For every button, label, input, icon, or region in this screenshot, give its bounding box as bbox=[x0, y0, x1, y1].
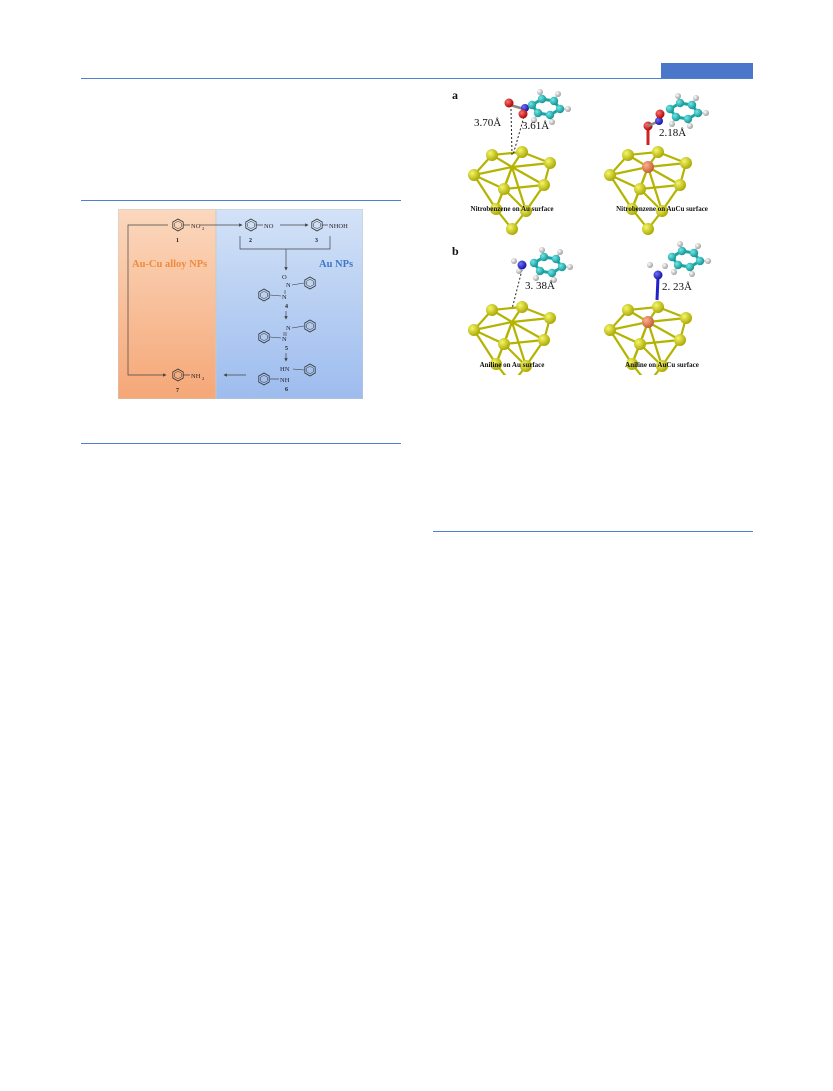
compound-number-1: 1 bbox=[176, 238, 179, 244]
nitrobenzene-au-model bbox=[466, 87, 573, 237]
nitro-group-label: NO bbox=[191, 223, 201, 230]
scheme-bottom-rule bbox=[81, 443, 401, 444]
nitro-group-label-subscript: 2 bbox=[202, 226, 204, 231]
compound-number-3: 3 bbox=[315, 238, 318, 244]
compound-number-7: 7 bbox=[176, 388, 179, 394]
azoxy-n1: N bbox=[286, 282, 291, 289]
nitrobenzene-aucu-distance: 2.18Å bbox=[659, 127, 686, 139]
compound-1: NO 2 1 bbox=[172, 218, 204, 244]
hydrazo-hn: HN bbox=[280, 366, 290, 373]
amine-group-label-subscript: 2 bbox=[202, 376, 204, 381]
header-accent-bar bbox=[661, 63, 753, 78]
azoxy-n2: N bbox=[282, 294, 287, 301]
aniline-au-model bbox=[466, 245, 575, 375]
svg-text:NH 2: NH 2 bbox=[191, 373, 204, 381]
alloy-label: Au-Cu alloy NPs bbox=[132, 259, 207, 270]
compound-number-5: 5 bbox=[285, 346, 288, 352]
condensation-bracket bbox=[239, 236, 331, 250]
hydrazo-nh: NH bbox=[280, 377, 290, 384]
au-region bbox=[215, 209, 363, 399]
panel-b-label: b bbox=[452, 244, 459, 258]
aniline-aucu-caption: Aniline on AuCu surface bbox=[625, 361, 699, 369]
dft-adsorption-figure: a 3.70Å 3.61Å Nitrobenzene on Au surface… bbox=[452, 87, 713, 375]
compound-5: N N 5 bbox=[258, 319, 316, 352]
aniline-aucu-distance: 2. 23Å bbox=[662, 281, 692, 293]
nitrobenzene-aucu-caption: Nitrobenzene on AuCu surface bbox=[616, 205, 708, 213]
au-label: Au NPs bbox=[319, 259, 353, 270]
aniline-aucu-model bbox=[602, 239, 713, 375]
nitroso-group-label: NO bbox=[264, 223, 274, 230]
azo-n2: N bbox=[282, 336, 287, 343]
alloy-region bbox=[118, 209, 217, 399]
azo-n1: N bbox=[286, 325, 291, 332]
scheme-top-rule bbox=[81, 200, 401, 201]
amine-group-label: NH bbox=[191, 373, 201, 380]
hydroxylamine-group-label: NHOH bbox=[329, 223, 348, 230]
nitrobenzene-au-caption: Nitrobenzene on Au surface bbox=[471, 205, 554, 213]
compound-number-2: 2 bbox=[249, 238, 252, 244]
header-rule bbox=[81, 78, 753, 79]
direct-route-1-to-7 bbox=[127, 224, 168, 377]
panel-a-label: a bbox=[452, 88, 458, 102]
aniline-au-caption: Aniline on Au surface bbox=[480, 361, 545, 369]
reaction-scheme: Au-Cu alloy NPs Au NPs NO 2 1 NO 2 NHOH … bbox=[118, 209, 363, 399]
compound-2: NO 2 bbox=[245, 218, 274, 244]
azoxy-oxygen-label: O bbox=[282, 274, 287, 281]
compound-3: NHOH 3 bbox=[311, 218, 348, 244]
nitrobenzene-au-distance-2: 3.61Å bbox=[522, 120, 549, 132]
compound-number-4: 4 bbox=[285, 304, 288, 310]
nitrobenzene-aucu-model bbox=[602, 91, 711, 237]
compound-7: NH 2 7 bbox=[172, 368, 204, 394]
compound-number-6: 6 bbox=[285, 387, 288, 393]
aniline-au-distance: 3. 38Å bbox=[525, 280, 555, 292]
compound-6: HN NH 6 bbox=[258, 363, 316, 393]
nitrobenzene-au-distance-1: 3.70Å bbox=[474, 117, 501, 129]
svg-text:NO 2: NO 2 bbox=[191, 223, 204, 231]
figure-bottom-rule bbox=[433, 531, 753, 532]
compound-4: O N N 4 bbox=[258, 274, 316, 310]
